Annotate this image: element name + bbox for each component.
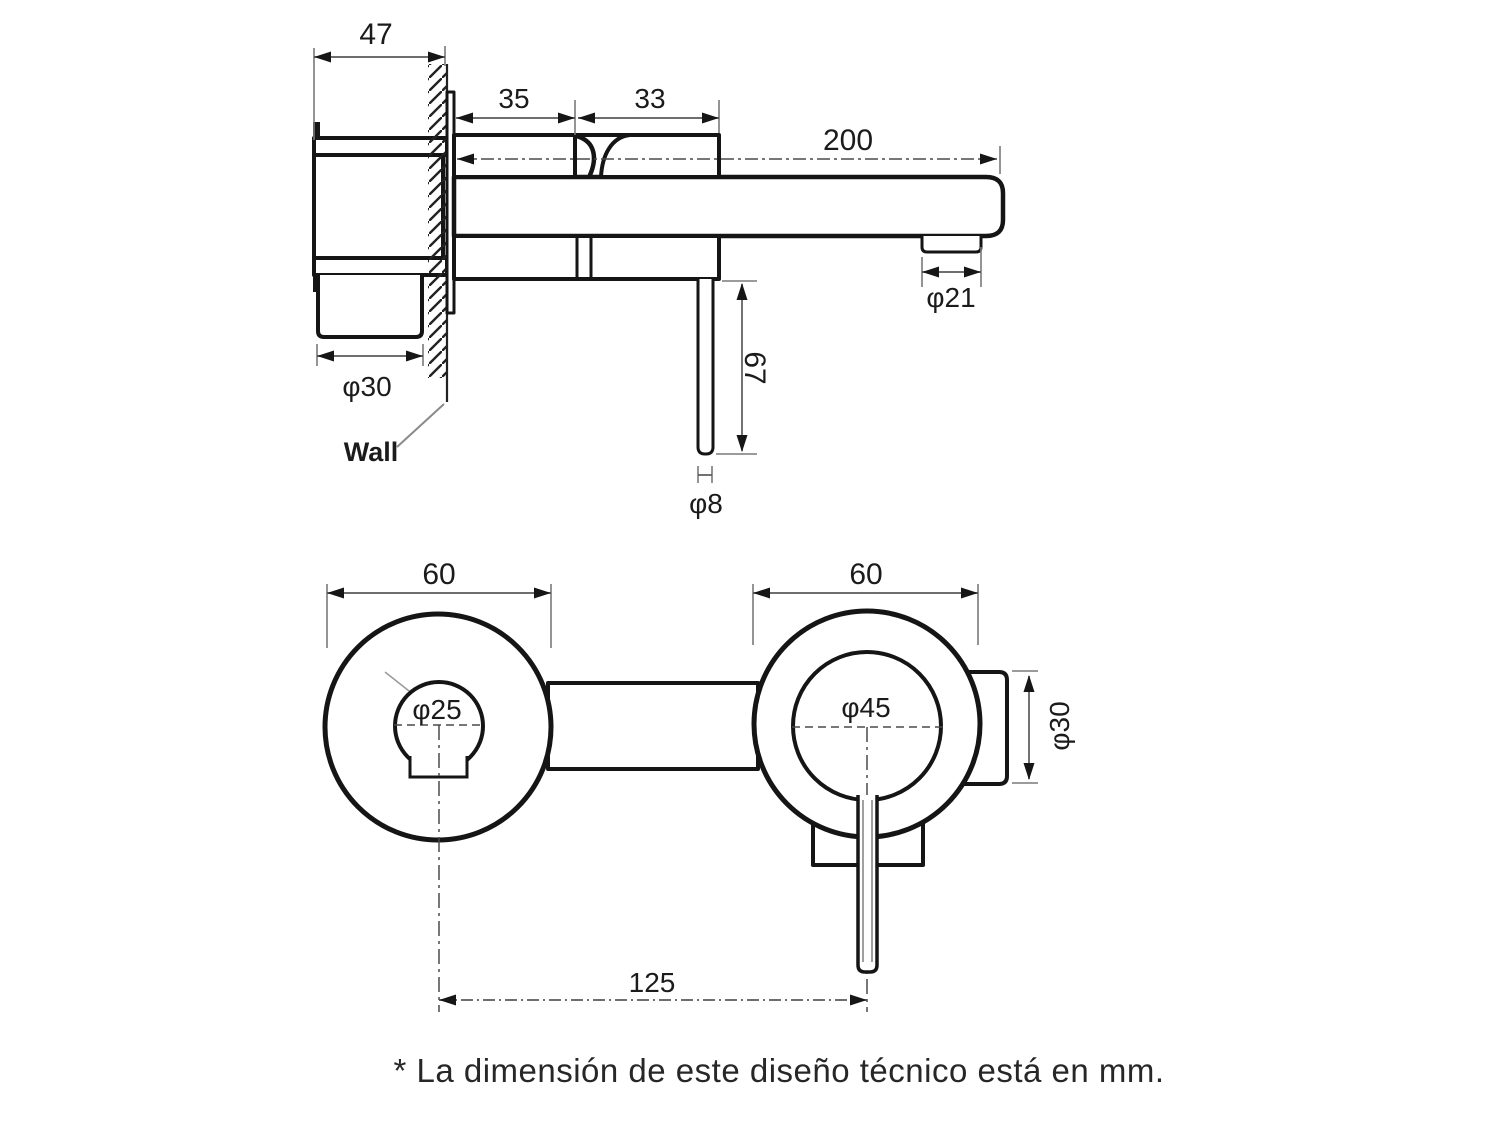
lower-housing-block — [452, 234, 721, 281]
dim-side-cap-diameter: φ30 — [1012, 670, 1075, 784]
arrowhead — [736, 435, 748, 452]
dim-label: φ30 — [1044, 701, 1075, 750]
dim-label: φ25 — [412, 694, 461, 725]
arrowhead — [964, 266, 981, 278]
handle-escutcheon: φ45 — [751, 608, 983, 840]
dim-spout-escutcheon-diameter: 60 — [326, 558, 552, 648]
dim-handle-escutcheon-diameter: 60 — [752, 558, 979, 645]
aerator-outlet — [920, 236, 983, 254]
dim-label: 67 — [738, 351, 771, 384]
arrowhead — [1023, 675, 1035, 692]
housing-front-block — [452, 133, 577, 179]
dim-label: 33 — [634, 83, 665, 114]
dim-label: 47 — [359, 18, 392, 51]
dim-label: φ30 — [342, 371, 391, 402]
wall-label: Wall — [344, 437, 399, 467]
dim-label: 60 — [422, 558, 455, 591]
dim-body-back-section: 33 — [578, 83, 720, 133]
arrowhead — [428, 51, 445, 63]
units-footnote: * La dimensión de este diseño técnico es… — [393, 1052, 1165, 1089]
dim-behind-wall-depth: 47 — [313, 18, 446, 140]
arrowhead — [317, 350, 334, 362]
connector-bar — [546, 681, 760, 771]
arrowhead — [850, 994, 867, 1006]
inwall-valve-body — [312, 122, 449, 339]
dim-label: 60 — [849, 558, 882, 591]
dim-label: φ21 — [926, 282, 975, 313]
leader-line — [396, 403, 445, 448]
body-bottom-flange — [312, 256, 449, 277]
handle-lever-front — [856, 795, 879, 974]
front-view-drawing: φ25 φ45 60 — [322, 558, 1075, 1012]
dim-handle-stem-diameter: φ8 — [689, 466, 723, 519]
arrowhead — [558, 112, 575, 124]
arrowhead — [980, 153, 997, 165]
handle-lever-side — [696, 279, 715, 456]
dim-label: 200 — [823, 124, 873, 157]
dim-body-front-section: 35 — [456, 83, 576, 135]
dim-handle-drop: 67 — [716, 280, 771, 455]
dim-inwall-box-width: φ30 — [316, 344, 424, 402]
arrowhead — [327, 587, 344, 599]
arrowhead — [456, 112, 473, 124]
handle-joint-curve — [573, 133, 597, 178]
dim-spout-reach: 200 — [457, 124, 1001, 174]
body-top-tab — [313, 122, 320, 138]
dim-label: φ45 — [841, 692, 890, 723]
spout-side — [451, 174, 1006, 239]
arrowhead — [1023, 763, 1035, 780]
wall-hatch-fill — [428, 64, 447, 378]
dim-label: φ8 — [689, 488, 723, 519]
housing-back-block — [599, 133, 721, 179]
arrowhead — [736, 283, 748, 300]
body-top-flange — [312, 136, 449, 157]
wall-section — [428, 64, 449, 402]
body-main-block — [312, 153, 445, 260]
dim-label: 125 — [629, 967, 676, 998]
side-view-drawing: 47 35 33 200 — [312, 18, 1006, 519]
arrowhead — [702, 112, 719, 124]
mixer-lower-housing — [452, 234, 721, 281]
dim-aerator-width: φ21 — [921, 247, 982, 313]
arrowhead — [314, 51, 331, 63]
dim-label: 35 — [498, 83, 529, 114]
leader-tick — [384, 671, 410, 692]
arrowhead — [922, 266, 939, 278]
wall-callout: Wall — [344, 403, 445, 467]
arrowhead — [578, 112, 595, 124]
arrowhead — [534, 587, 551, 599]
arrowhead — [439, 994, 456, 1006]
lever-body — [856, 795, 879, 974]
arrowhead — [961, 587, 978, 599]
mixer-top-housing — [452, 133, 721, 179]
arrowhead — [406, 350, 423, 362]
arrowhead — [753, 587, 770, 599]
dim-centers-distance: 125 — [439, 967, 867, 1006]
arrowhead — [457, 153, 474, 165]
spout-escutcheon: φ25 — [322, 611, 554, 843]
inwall-connection-box — [316, 275, 424, 339]
